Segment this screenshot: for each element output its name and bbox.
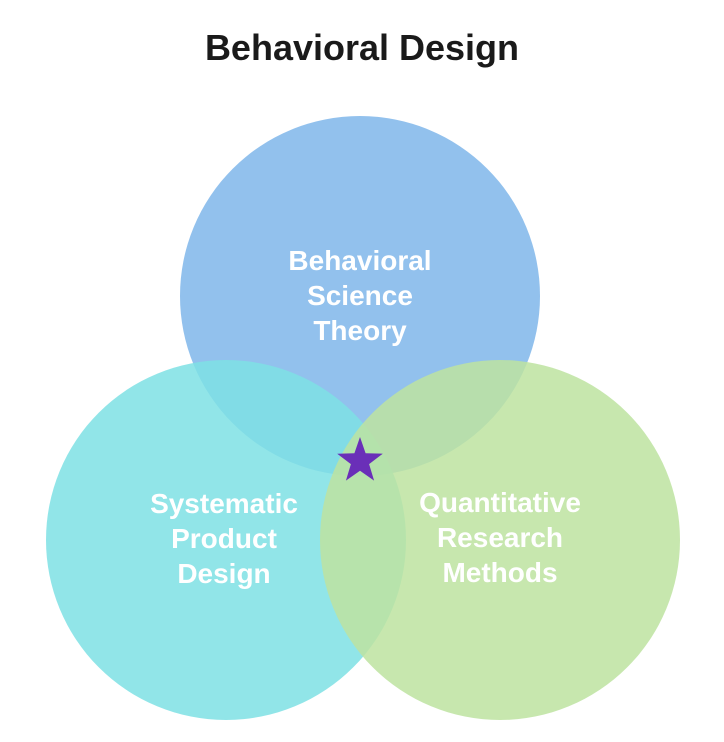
label-science: Science	[307, 280, 413, 311]
label-research: Research	[437, 522, 563, 553]
label-quantitative: Quantitative	[419, 487, 581, 518]
label-systematic: Systematic	[150, 488, 298, 519]
label-theory: Theory	[313, 315, 407, 346]
circle-quantitative-research-methods	[320, 360, 680, 720]
label-behavioral: Behavioral	[288, 245, 431, 276]
label-methods: Methods	[442, 557, 557, 588]
label-product: Product	[171, 523, 277, 554]
circle-systematic-product-design	[46, 360, 406, 720]
label-design: Design	[177, 558, 270, 589]
diagram-title: Behavioral Design	[204, 27, 520, 68]
star-icon	[337, 437, 383, 481]
